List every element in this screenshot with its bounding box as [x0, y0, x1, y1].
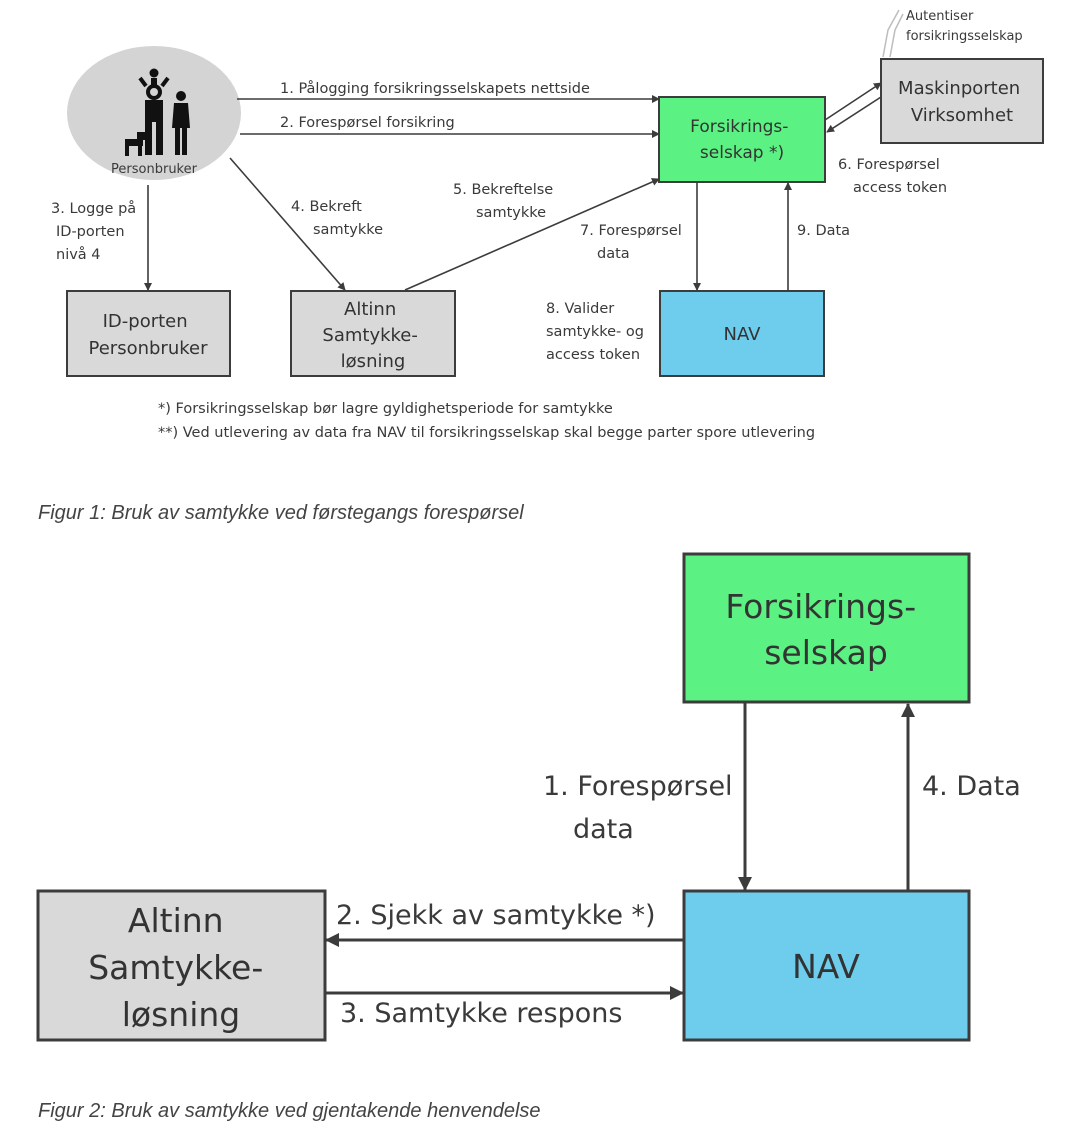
f2-step3-label: 3. Samtykke respons — [340, 998, 622, 1029]
arrow-step5 — [404, 178, 660, 291]
arrow-step6-response — [826, 96, 882, 133]
figure2-arrows — [325, 703, 915, 1000]
family-icon — [125, 68, 190, 156]
step2-label: 2. Forespørsel forsikring — [280, 115, 455, 131]
personbruker-label: Personbruker — [111, 162, 198, 177]
altinn-label: Altinn Samtykke- løsning — [322, 299, 423, 372]
idporten-label: ID-porten Personbruker — [89, 311, 209, 359]
step3-label: 3. Logge på ID-porten nivå 4 — [51, 200, 141, 263]
figure1-caption: Figur 1: Bruk av samtykke ved førstegang… — [38, 502, 524, 524]
step9-label: 9. Data — [797, 223, 850, 239]
figure2-caption: Figur 2: Bruk av samtykke ved gjentakend… — [38, 1100, 541, 1122]
figure1: Personbruker Forsikrings- selskap *) Mas… — [51, 9, 1044, 441]
idporten-box — [66, 290, 231, 377]
f2-nav-label: NAV — [792, 947, 860, 986]
arrow-step6-request — [824, 82, 882, 121]
autentiser-bracket — [882, 9, 900, 58]
autentiser-label: Autentiser forsikringsselskap — [906, 9, 1023, 44]
f2-step2-label: 2. Sjekk av samtykke *) — [336, 900, 656, 931]
step4-label: 4. Bekreft samtykke — [291, 199, 383, 238]
maskinporten-label: Maskinporten Virksomhet — [898, 78, 1026, 126]
f2-altinn-label: Altinn Samtykke- løsning — [88, 901, 274, 1034]
f2-nav-box — [682, 889, 971, 1042]
nav-box — [659, 290, 825, 377]
forsikringsselskap-label: Forsikrings- selskap *) — [690, 117, 794, 163]
step7-label: 7. Forespørsel data — [580, 223, 686, 262]
step8-label: 8. Valider samtykke- og access token — [546, 301, 649, 363]
figure1-arrows — [144, 82, 882, 291]
f2-altinn-box — [36, 889, 327, 1042]
footnote-2: **) Ved utlevering av data fra NAV til f… — [158, 425, 815, 441]
step6-label: 6. Forespørsel access token — [838, 157, 947, 196]
footnote-1: *) Forsikringsselskap bør lagre gyldighe… — [158, 401, 613, 417]
step5-label: 5. Bekreftelse samtykke — [453, 182, 558, 221]
altinn-box — [290, 290, 456, 377]
forsikringsselskap-box — [658, 96, 826, 183]
f2-forsikringsselskap-box — [682, 552, 971, 704]
step1-label: 1. Pålogging forsikringsselskapets netts… — [280, 80, 590, 97]
personbruker-node: Personbruker — [67, 46, 241, 180]
f2-forsikringsselskap-label: Forsikrings- selskap — [725, 587, 926, 672]
autentiser-bracket-inner — [889, 13, 904, 58]
maskinporten-box — [880, 58, 1044, 144]
nav-label: NAV — [724, 324, 762, 345]
arrow-step4 — [229, 157, 346, 291]
f2-step1-label: 1. Forespørsel data — [543, 771, 741, 845]
figure2: Forsikrings- selskap Altinn Samtykke- lø… — [36, 552, 1021, 1042]
f2-step4-label: 4. Data — [922, 771, 1021, 802]
